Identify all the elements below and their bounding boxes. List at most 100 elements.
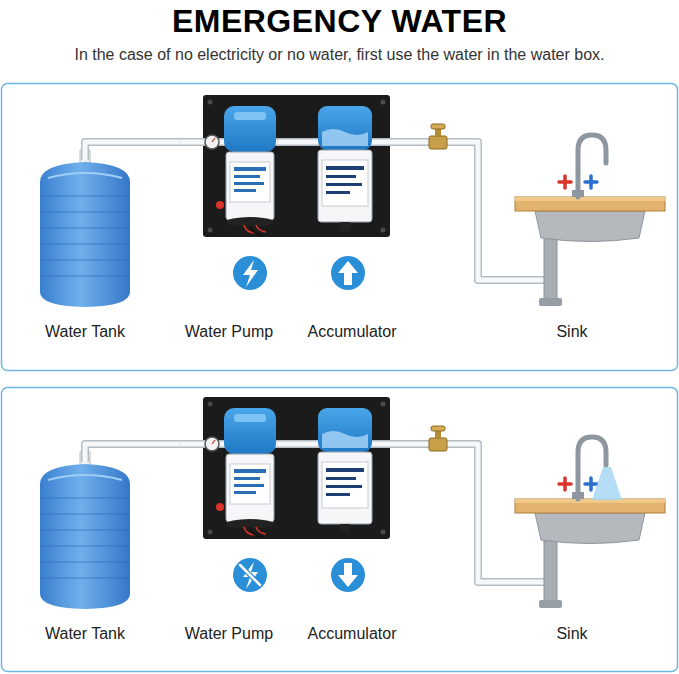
valve-handle (431, 124, 445, 129)
pump-sticker (230, 162, 270, 202)
sticker-line (234, 182, 264, 185)
accumulator-fitting (340, 222, 350, 231)
pipe-core (175, 142, 552, 280)
gauge (205, 135, 219, 149)
water-pipe (85, 142, 181, 160)
sticker-line (234, 167, 266, 171)
pipe-outline (401, 142, 515, 280)
component-label: Sink (556, 322, 587, 342)
board-screw (381, 100, 386, 105)
sticker-line (234, 189, 256, 192)
component-label: Accumulator (308, 624, 397, 644)
no-power-icon (233, 558, 267, 592)
water-pipe (401, 444, 515, 582)
status-icons (233, 256, 365, 592)
accumulator-water (322, 129, 368, 146)
panel-frame (2, 84, 678, 371)
drain-flange (539, 298, 562, 306)
drain-pipe (544, 236, 557, 302)
component-label: Water Pump (185, 624, 273, 644)
bolt-symbol (243, 260, 258, 287)
plumbing-scene (40, 95, 665, 307)
faucet (578, 135, 606, 197)
pipe-outline (85, 444, 181, 462)
component-box: Accumulator (303, 400, 401, 648)
gauge-needle (212, 138, 215, 142)
board-screw (208, 228, 213, 233)
valve-drawing (429, 426, 447, 451)
component-box: Water Tank (35, 160, 135, 346)
pipe-core (401, 142, 515, 280)
component-box: Accumulator (303, 98, 401, 346)
cross-gap (240, 565, 260, 585)
mounting-board (203, 95, 390, 237)
component-box: Sink (515, 430, 629, 648)
component-box: Water Tank (35, 462, 135, 648)
water-spray (592, 467, 622, 500)
component-label: Water Tank (45, 322, 125, 342)
accumulator-cap (318, 106, 372, 150)
board-panel (203, 95, 390, 237)
pipe-core (401, 444, 515, 582)
component-label: Water Tank (45, 624, 125, 644)
pipe-core (85, 444, 181, 462)
water-pipe (278, 444, 304, 445)
pipe-core (278, 442, 304, 447)
pipe-core (278, 140, 304, 145)
accumulator-body (318, 150, 372, 222)
component-label: Water Pump (185, 322, 273, 342)
counter-top (515, 197, 665, 201)
component-box: Sink (515, 128, 629, 346)
plumbing-scene (40, 397, 665, 609)
pump-head (224, 106, 276, 152)
pump-terminal (216, 201, 224, 209)
tank-ridges (40, 196, 130, 276)
component-box: Water Pump (181, 98, 278, 346)
pump-head-shine (234, 112, 266, 120)
sink-drawing (515, 135, 665, 306)
cold-handle (585, 176, 597, 188)
connector-group (85, 142, 515, 582)
sticker-line (326, 191, 350, 194)
tank-highlight (48, 173, 122, 178)
fill-icon (331, 256, 365, 290)
water-pipe (85, 444, 181, 462)
sticker-line (234, 175, 260, 178)
accumulator-sticker (322, 160, 368, 206)
board-screw (381, 228, 386, 233)
pipe-outline (175, 142, 552, 280)
cross-slash (240, 565, 260, 585)
up-arrow-symbol (338, 261, 358, 285)
component-box: Water Pump (181, 400, 278, 648)
component-label: Accumulator (308, 322, 397, 342)
water-pipe (401, 142, 515, 280)
down-arrow-symbol (338, 563, 358, 587)
sink-counter (515, 197, 665, 211)
water-pump-drawing (216, 106, 276, 235)
gauge-dial (205, 135, 219, 149)
pipe-outline (278, 138, 304, 146)
board-screw (208, 100, 213, 105)
faucet-base (572, 190, 584, 197)
component-label: Sink (556, 624, 587, 644)
pump-wire (250, 225, 262, 235)
pipe-outline (278, 440, 304, 448)
sticker-line (326, 166, 364, 170)
drain-icon (331, 558, 365, 592)
water-tank-drawing (40, 150, 130, 307)
sticker-line (326, 183, 362, 186)
diagram-title: EMERGENCY WATER (0, 1, 679, 41)
accumulator-drawing (318, 106, 372, 231)
sticker-line (326, 175, 356, 178)
panel-frame (2, 388, 678, 672)
pipe-core (85, 142, 181, 160)
sink-basin (535, 211, 645, 242)
static-pipes (175, 142, 552, 280)
pump-motor (226, 152, 274, 220)
power-icon (233, 256, 267, 290)
pipe-outline (401, 444, 515, 582)
valve-body (429, 136, 447, 149)
tank-body (40, 162, 130, 307)
pipe-outline (85, 142, 181, 160)
